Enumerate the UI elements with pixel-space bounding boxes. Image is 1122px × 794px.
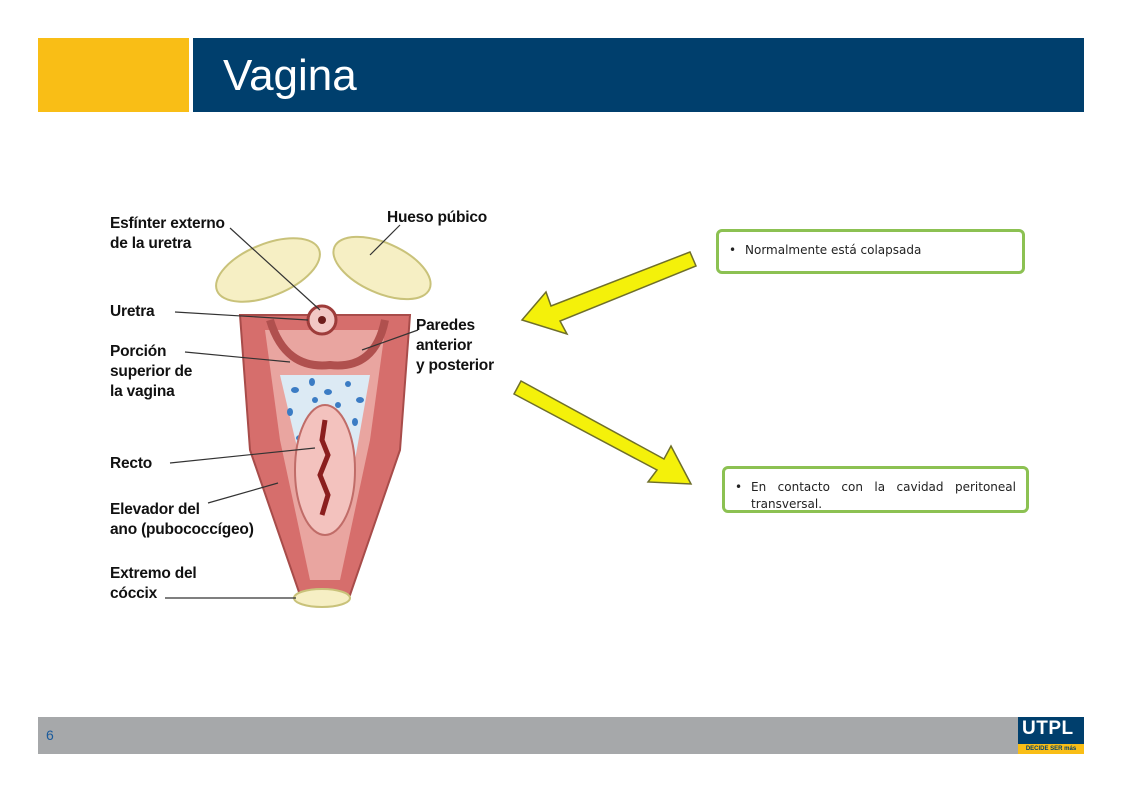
logo-name: UTPL [1022, 718, 1074, 739]
label-esfinter-externo: Esfínter externo de la uretra [110, 215, 225, 252]
label-recto: Recto [110, 455, 153, 472]
note-colapsada: • Normalmente está colapsada [716, 229, 1025, 274]
label-hueso-pubico: Hueso púbico [387, 209, 488, 226]
arrow-to-upper-note [520, 251, 697, 336]
label-paredes: Paredes anterior y posterior [416, 317, 494, 374]
utpl-logo: UTPL DECIDE SER más [1018, 717, 1084, 754]
anatomy-illustration [165, 224, 432, 608]
note-text: En contacto con la cavidad peritoneal tr… [751, 480, 1016, 511]
footer-bar: 6 [38, 717, 1084, 754]
header-accent-block [38, 38, 189, 112]
label-uretra: Uretra [110, 303, 155, 320]
label-extremo-coccix: Extremo del cóccix [110, 565, 197, 602]
note-text: Normalmente está colapsada [745, 243, 922, 257]
bullet-icon: • [735, 480, 743, 494]
page-number: 6 [46, 727, 54, 743]
header-bar: Vagina [193, 38, 1084, 112]
bullet-icon: • [729, 243, 737, 257]
label-elevador: Elevador del ano (pubococcígeo) [110, 501, 254, 538]
arrow-to-lower-note [512, 379, 693, 485]
anatomy-figure: Esfínter externo de la uretra Hueso púbi… [100, 200, 520, 620]
label-porcion-superior: Porción superior de la vagina [110, 343, 193, 400]
note-cavidad-peritoneal: • En contacto con la cavidad peritoneal … [722, 466, 1029, 513]
logo-tagline: DECIDE SER más [1018, 744, 1084, 754]
slide-title: Vagina [223, 51, 357, 100]
